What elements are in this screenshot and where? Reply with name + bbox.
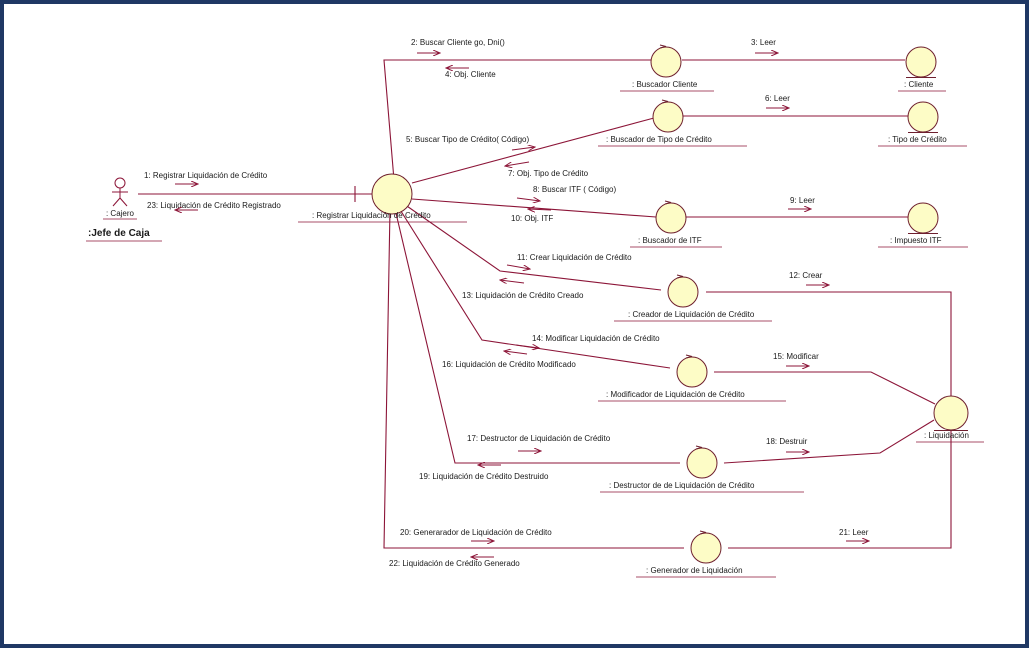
liquidacion-label: : Liquidación bbox=[924, 431, 969, 440]
impuesto-itf-label: : Impuesto ITF bbox=[890, 236, 942, 245]
arrow-msg-7 bbox=[505, 161, 530, 166]
object-creador[interactable]: : Creador de Liquidación de Crédito bbox=[614, 274, 772, 322]
msg-19: 19: Liquidación de Crédito Destruido bbox=[419, 472, 549, 481]
object-buscador-cliente[interactable]: : Buscador Cliente bbox=[620, 44, 714, 92]
cliente-label: : Cliente bbox=[904, 80, 934, 89]
arrow-msg-11 bbox=[506, 264, 530, 269]
buscador-tipo-circle bbox=[652, 101, 684, 133]
msg-1: 1: Registrar Liquidación de Crédito bbox=[144, 171, 268, 180]
link-generador-liquidacion bbox=[728, 426, 952, 549]
msg-17: 17: Destructor de Liquidación de Crédito bbox=[467, 434, 611, 443]
msg-4: 4: Obj. Cliente bbox=[445, 70, 496, 79]
link-registrar-destructor bbox=[394, 208, 680, 464]
arrow-msg-8 bbox=[516, 198, 540, 201]
object-generador[interactable]: : Generador de Liquidación bbox=[636, 530, 776, 578]
buscador-itf-control-arrow bbox=[664, 200, 672, 205]
message-labels: 1: Registrar Liquidación de Crédito 2: B… bbox=[144, 38, 869, 568]
actor-role: :Jefe de Caja bbox=[88, 228, 150, 239]
modificador-label: : Modificador de Liquidación de Crédito bbox=[606, 390, 745, 399]
creador-label: : Creador de Liquidación de Crédito bbox=[628, 310, 755, 319]
object-registrar[interactable]: : Registrar Liquidación de Crédito bbox=[298, 173, 467, 223]
object-buscador-itf[interactable]: : Buscador de ITF bbox=[630, 200, 722, 248]
buscador-cliente-control-arrow bbox=[659, 44, 667, 49]
buscador-itf-circle bbox=[655, 202, 687, 234]
object-liquidacion[interactable]: : Liquidación bbox=[916, 395, 984, 443]
tipo-credito-circle bbox=[907, 101, 939, 133]
object-buscador-tipo[interactable]: : Buscador de Tipo de Crédito bbox=[598, 99, 747, 147]
msg-2: 2: Buscar Cliente go, Dni() bbox=[411, 38, 505, 47]
object-modificador[interactable]: : Modificador de Liquidación de Crédito bbox=[598, 354, 786, 402]
modificador-control-arrow bbox=[685, 354, 693, 359]
buscador-cliente-circle bbox=[650, 46, 682, 78]
msg-18: 18: Destruir bbox=[766, 437, 808, 446]
actor-leg-right bbox=[119, 197, 128, 207]
destructor-control-arrow bbox=[695, 445, 703, 450]
arrow-msg-10 bbox=[528, 209, 552, 210]
msg-8: 8: Buscar ITF ( Código) bbox=[533, 185, 616, 194]
msg-10: 10: Obj. ITF bbox=[511, 214, 553, 223]
buscador-cliente-label: : Buscador Cliente bbox=[632, 80, 698, 89]
msg-14: 14: Modificar Liquidación de Crédito bbox=[532, 334, 660, 343]
registrar-label: : Registrar Liquidación de Crédito bbox=[312, 211, 431, 220]
link-destructor-liquidacion bbox=[723, 419, 935, 464]
msg-3: 3: Leer bbox=[751, 38, 776, 47]
destructor-circle bbox=[686, 447, 718, 479]
msg-7: 7: Obj. Tipo de Crédito bbox=[508, 169, 589, 178]
arrow-msg-16 bbox=[504, 351, 528, 354]
destructor-label: : Destructor de de Liquidación de Crédit… bbox=[609, 481, 755, 490]
link-registrar-buscador-cliente bbox=[383, 59, 651, 181]
registrar-circle bbox=[371, 173, 413, 215]
object-tipo-credito[interactable]: : Tipo de Crédito bbox=[878, 101, 967, 147]
buscador-tipo-label: : Buscador de Tipo de Crédito bbox=[606, 135, 712, 144]
actor-cajero[interactable]: : Cajero :Jefe de Caja bbox=[86, 177, 162, 242]
cliente-circle bbox=[905, 46, 937, 78]
tipo-credito-label: : Tipo de Crédito bbox=[888, 135, 947, 144]
liquidacion-circle bbox=[933, 395, 969, 431]
buscador-tipo-control-arrow bbox=[661, 99, 669, 104]
object-cliente[interactable]: : Cliente bbox=[898, 46, 946, 92]
buscador-itf-label: : Buscador de ITF bbox=[638, 236, 702, 245]
msg-5: 5: Buscar Tipo de Crédito( Código) bbox=[406, 135, 530, 144]
message-arrows bbox=[175, 53, 869, 557]
msg-20: 20: Generarador de Liquidación de Crédit… bbox=[400, 528, 552, 537]
msg-6: 6: Leer bbox=[765, 94, 790, 103]
msg-13: 13: Liquidación de Crédito Creado bbox=[462, 291, 584, 300]
msg-12: 12: Crear bbox=[789, 271, 823, 280]
link-creador-liquidacion bbox=[706, 291, 952, 404]
actor-leg-left bbox=[112, 197, 121, 207]
creador-circle bbox=[667, 276, 699, 308]
msg-11: 11: Crear Liquidación de Crédito bbox=[517, 253, 632, 262]
arrow-msg-13 bbox=[500, 280, 525, 283]
impuesto-itf-circle bbox=[907, 202, 939, 234]
link-registrar-creador bbox=[403, 203, 662, 291]
object-impuesto-itf[interactable]: : Impuesto ITF bbox=[878, 202, 968, 248]
link-modificador-liquidacion bbox=[714, 371, 936, 405]
arrow-msg-14 bbox=[515, 345, 539, 348]
modificador-circle bbox=[676, 356, 708, 388]
msg-15: 15: Modificar bbox=[773, 352, 819, 361]
object-destructor[interactable]: : Destructor de de Liquidación de Crédit… bbox=[600, 445, 804, 493]
actor-name: : Cajero bbox=[106, 209, 135, 218]
msg-16: 16: Liquidación de Crédito Modificado bbox=[442, 360, 576, 369]
link-registrar-modificador bbox=[398, 207, 671, 369]
arrow-msg-5 bbox=[511, 147, 535, 150]
link-registrar-generador bbox=[383, 208, 684, 549]
generador-circle bbox=[690, 532, 722, 564]
creador-control-arrow bbox=[676, 274, 684, 279]
generador-control-arrow bbox=[699, 530, 707, 535]
msg-23: 23: Liquidación de Crédito Registrado bbox=[147, 201, 281, 210]
msg-22: 22: Liquidación de Crédito Generado bbox=[389, 559, 520, 568]
generador-label: : Generador de Liquidación bbox=[646, 566, 743, 575]
msg-21: 21: Leer bbox=[839, 528, 869, 537]
msg-9: 9: Leer bbox=[790, 196, 815, 205]
